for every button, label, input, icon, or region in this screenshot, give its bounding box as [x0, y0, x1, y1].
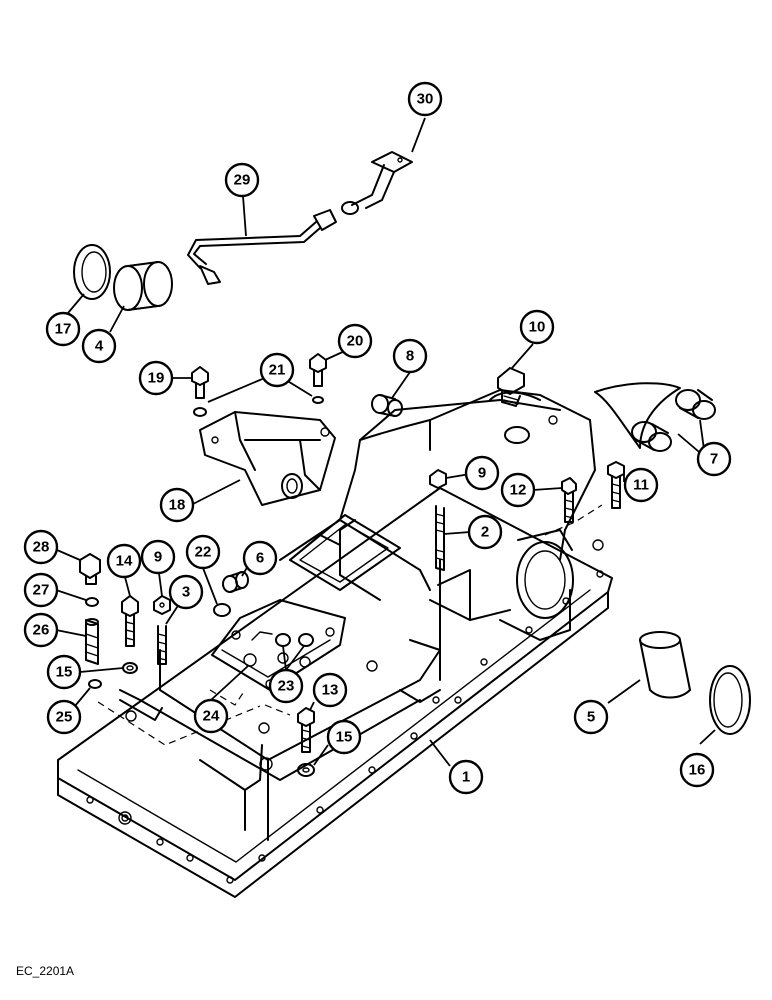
svg-text:6: 6 [256, 550, 264, 567]
fitting-26 [85, 618, 99, 665]
svg-text:20: 20 [347, 333, 364, 350]
callout-4: 4 [81, 328, 117, 364]
callout-26: 26 [23, 612, 59, 648]
callout-11: 11 [623, 467, 659, 503]
bracket-30 [341, 151, 413, 215]
bolt-14 [121, 595, 139, 647]
plug-10 [497, 367, 525, 407]
callout-28: 28 [23, 529, 59, 565]
svg-text:18: 18 [169, 497, 186, 514]
nut-9-upper [429, 469, 447, 489]
sleeve-8 [371, 394, 403, 417]
callout-12: 12 [500, 472, 536, 508]
callout-2: 2 [467, 514, 503, 550]
svg-text:22: 22 [195, 544, 212, 561]
svg-text:1: 1 [462, 769, 470, 786]
callout-8: 8 [392, 338, 428, 374]
callout-13: 13 [312, 672, 348, 708]
svg-text:8: 8 [406, 348, 414, 365]
seal-ring-17 [73, 244, 111, 300]
bolt-20 [309, 353, 327, 404]
callout-14: 14 [106, 543, 142, 579]
svg-text:17: 17 [55, 321, 72, 338]
svg-text:4: 4 [95, 338, 104, 355]
svg-text:12: 12 [510, 482, 527, 499]
bolt-13 [297, 707, 315, 753]
callout-9-upper: 9 [464, 455, 500, 491]
svg-text:28: 28 [33, 539, 50, 556]
o-ring-22 [213, 603, 231, 617]
callout-3: 3 [168, 574, 204, 610]
callout-6: 6 [242, 540, 278, 576]
housing-cover [57, 389, 613, 898]
stud-3 [157, 625, 167, 665]
tube-29 [187, 209, 337, 285]
svg-text:5: 5 [587, 709, 595, 726]
drawing-reference: EC_2201A [16, 964, 75, 978]
callout-20: 20 [337, 323, 373, 359]
svg-text:9: 9 [478, 465, 486, 482]
washer-27 [85, 597, 99, 607]
svg-text:15: 15 [336, 729, 353, 746]
svg-text:16: 16 [689, 762, 706, 779]
leader-lines [55, 117, 716, 767]
callout-9-lower: 9 [140, 539, 176, 575]
svg-text:14: 14 [116, 553, 133, 570]
svg-text:10: 10 [529, 319, 546, 336]
svg-text:15: 15 [56, 664, 73, 681]
svg-text:25: 25 [56, 709, 73, 726]
svg-text:19: 19 [148, 370, 165, 387]
callout-21: 21 [259, 352, 295, 388]
svg-text:26: 26 [33, 622, 50, 639]
svg-text:24: 24 [203, 708, 220, 725]
svg-text:29: 29 [234, 172, 251, 189]
svg-text:9: 9 [154, 549, 162, 566]
callout-7: 7 [696, 441, 732, 477]
callout-22: 22 [185, 534, 221, 570]
callout-30: 30 [407, 81, 443, 117]
callout-19: 19 [138, 360, 174, 396]
svg-text:23: 23 [278, 678, 295, 695]
bushing-5 [639, 631, 691, 699]
washer-25 [88, 679, 102, 689]
stud-2 [435, 505, 445, 571]
bushing-4 [113, 261, 173, 311]
callout-24: 24 [193, 698, 229, 734]
svg-text:11: 11 [633, 477, 649, 494]
callout-15-right: 15 [326, 719, 362, 755]
svg-text:7: 7 [710, 451, 718, 468]
bolt-28 [79, 553, 101, 585]
callout-17: 17 [45, 311, 81, 347]
callout-5: 5 [573, 699, 609, 735]
bolt-12 [561, 477, 577, 523]
svg-text:13: 13 [322, 682, 339, 699]
callout-23: 23 [268, 668, 304, 704]
nut-9-lower [153, 595, 171, 615]
callout-10: 10 [519, 309, 555, 345]
callout-15-left: 15 [46, 654, 82, 690]
washer-15-right [297, 763, 315, 777]
callout-25: 25 [46, 699, 82, 735]
bushing-7 [594, 382, 716, 452]
callout-1: 1 [448, 759, 484, 795]
sleeve-6 [222, 571, 249, 593]
bolt-11 [607, 461, 625, 509]
svg-text:2: 2 [481, 524, 489, 541]
svg-text:30: 30 [417, 91, 434, 108]
callout-29: 29 [224, 162, 260, 198]
callout-27: 27 [23, 572, 59, 608]
callout-18: 18 [159, 487, 195, 523]
bolt-19 [191, 366, 209, 417]
svg-text:3: 3 [182, 584, 190, 601]
svg-text:21: 21 [269, 362, 286, 379]
o-rings-23 [275, 633, 314, 647]
seal-ring-16 [709, 665, 751, 735]
callout-16: 16 [679, 752, 715, 788]
svg-text:27: 27 [33, 582, 50, 599]
washer-15-left [122, 662, 138, 674]
valve-18 [199, 411, 336, 506]
